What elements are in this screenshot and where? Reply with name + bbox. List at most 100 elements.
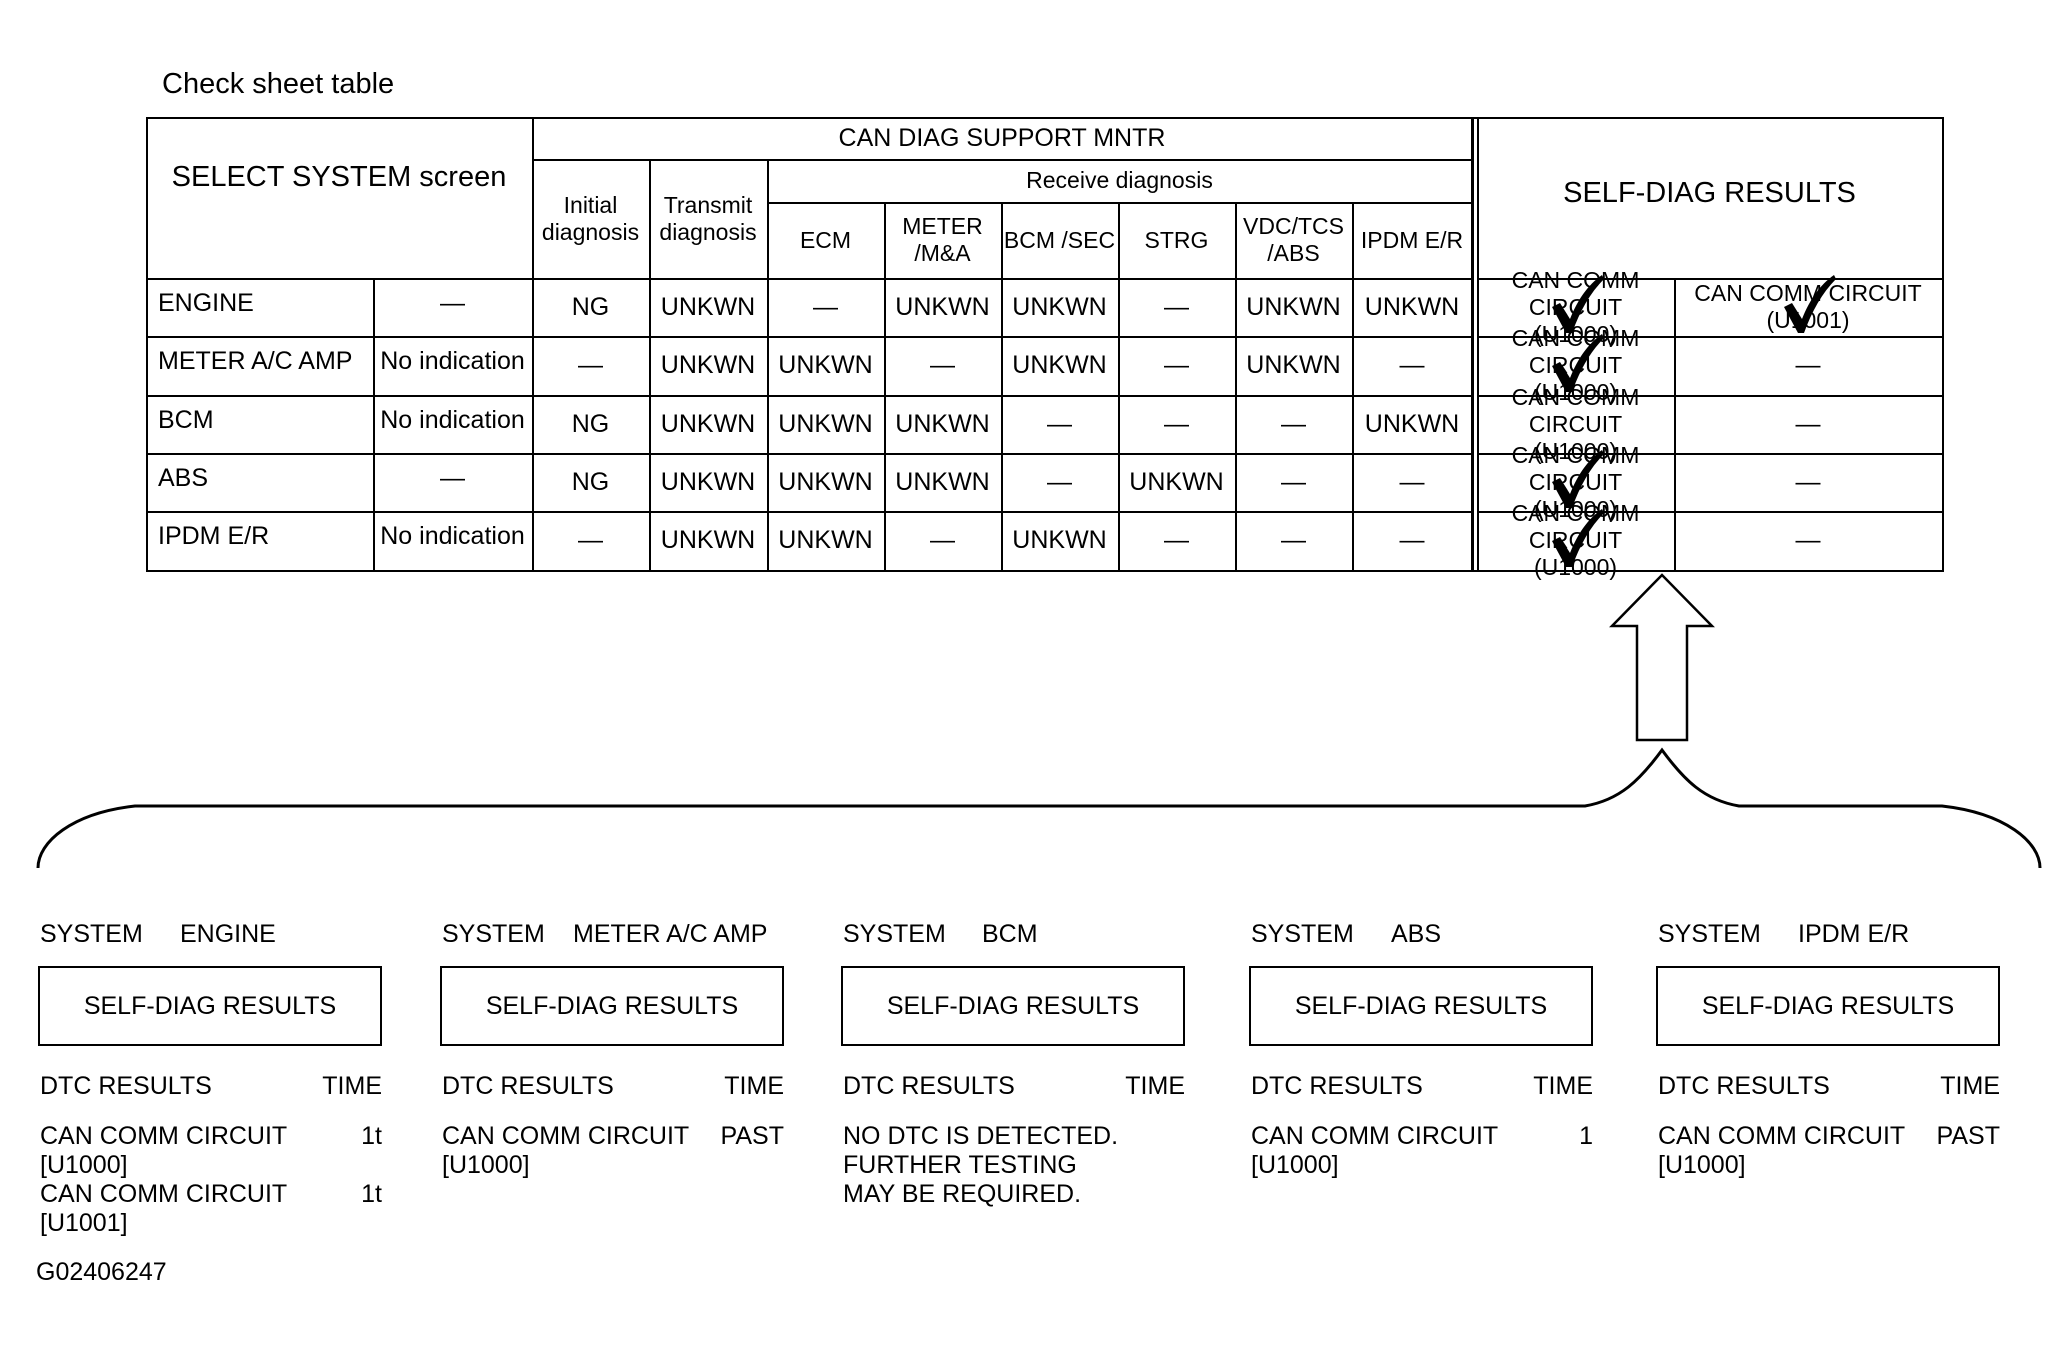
dtc-2-empty: — xyxy=(1795,409,1821,438)
dtc-entry-code: [U1001] xyxy=(40,1209,128,1237)
check-mark-icon xyxy=(1551,508,1604,567)
receive-value: UNKWN xyxy=(778,467,873,496)
receive-value: — xyxy=(1399,467,1425,496)
dtc-entry: CAN COMM CIRCUIT[U1000] PAST xyxy=(442,1122,784,1180)
receive-cell xyxy=(1352,511,1474,572)
receive-value: UNKWN xyxy=(895,409,990,438)
receive-col-header-text: ECM xyxy=(799,226,852,253)
transmit-value: UNKWN xyxy=(660,409,756,438)
self-diag-results-button[interactable]: SELF-DIAG RESULTS xyxy=(1656,966,2000,1046)
dtc-entry-time: PAST xyxy=(720,1122,784,1150)
initial-value: NG xyxy=(571,409,610,438)
receive-value: UNKWN xyxy=(778,409,873,438)
dtc-entry-time: 1t xyxy=(361,1122,382,1150)
caption: Check sheet table xyxy=(162,68,395,100)
dtc-entry-time: 1t xyxy=(361,1180,382,1208)
dtc-results-header: DTC RESULTS xyxy=(843,1072,1015,1100)
dtc-code: (U1000) xyxy=(1533,554,1618,580)
dtc-entry-name: CAN COMM CIRCUIT xyxy=(40,1122,288,1150)
receive-value: UNKWN xyxy=(1246,351,1341,379)
receive-value: UNKWN xyxy=(895,467,990,496)
initial-value: — xyxy=(578,351,603,379)
receive-value: — xyxy=(1399,351,1425,379)
dtc-2-empty: — xyxy=(1795,351,1821,379)
transmit-value: UNKWN xyxy=(660,292,756,321)
system-label: SYSTEM xyxy=(1251,920,1354,948)
check-mark-icon xyxy=(1551,275,1604,333)
no-dtc-message: NO DTC IS DETECTED. FURTHER TESTING MAY … xyxy=(843,1122,1119,1208)
dtc-results-header: DTC RESULTS xyxy=(442,1072,614,1100)
dtc-entry-code: [U1000] xyxy=(442,1151,530,1179)
transmit-value: UNKWN xyxy=(660,526,756,554)
receive-value: — xyxy=(1164,292,1189,321)
system-value: METER A/C AMP xyxy=(573,920,768,948)
time-header: TIME xyxy=(724,1072,784,1100)
dtc-entry-code: [U1000] xyxy=(1658,1151,1746,1179)
brace-curve xyxy=(36,747,2042,869)
receive-value: UNKWN xyxy=(895,292,990,321)
receive-value: — xyxy=(1399,526,1425,554)
up-arrow-icon xyxy=(1609,573,1715,742)
time-header: TIME xyxy=(1940,1072,2000,1100)
receive-value: — xyxy=(1281,526,1306,554)
receive-diagnosis-header-text: Receive diagnosis xyxy=(1026,167,1213,193)
dtc-entry-code: [U1000] xyxy=(1251,1151,1339,1179)
system-label: SYSTEM xyxy=(1658,920,1761,948)
can-diag-header-text: CAN DIAG SUPPORT MNTR xyxy=(838,123,1166,152)
system-value: BCM xyxy=(982,920,1038,948)
receive-col-header-text: BCM /SEC xyxy=(1003,226,1116,253)
receive-col-header-text: STRG xyxy=(1144,226,1209,253)
dtc-results-header: DTC RESULTS xyxy=(1658,1072,1830,1100)
dtc-entry: CAN COMM CIRCUIT[U1000]1t xyxy=(40,1122,382,1180)
initial-diagnosis-header-text: Initial diagnosis xyxy=(541,191,640,245)
check-mark-icon xyxy=(1551,450,1604,508)
indication-value: — xyxy=(440,288,465,317)
system-name: METER A/C AMP xyxy=(158,347,353,375)
receive-col-header-text: METER /M&A xyxy=(902,213,983,266)
dtc-entry-name: CAN COMM CIRCUIT xyxy=(1251,1122,1499,1150)
receive-value: UNKWN xyxy=(1012,526,1107,554)
dtc-cell-2 xyxy=(1674,511,1944,572)
receive-value: — xyxy=(813,292,838,321)
receive-col-header-text: VDC/TCS /ABS xyxy=(1243,213,1344,266)
receive-value: — xyxy=(1164,409,1189,438)
dtc-results-header: DTC RESULTS xyxy=(40,1072,212,1100)
self-diag-results-button[interactable]: SELF-DIAG RESULTS xyxy=(440,966,784,1046)
self-diag-results-button[interactable]: SELF-DIAG RESULTS xyxy=(841,966,1185,1046)
time-header: TIME xyxy=(1125,1072,1185,1100)
dtc-results-header: DTC RESULTS xyxy=(1251,1072,1423,1100)
dtc-entry-time: 1 xyxy=(1579,1122,1593,1150)
check-mark-icon xyxy=(1784,275,1836,333)
system-label: SYSTEM xyxy=(40,920,143,948)
receive-value: UNKWN xyxy=(1012,292,1107,321)
receive-value: UNKWN xyxy=(1364,292,1460,321)
system-name: BCM xyxy=(158,405,214,434)
transmit-value: UNKWN xyxy=(660,351,756,379)
receive-value: UNKWN xyxy=(778,526,873,554)
self-diag-results-button[interactable]: SELF-DIAG RESULTS xyxy=(1249,966,1593,1046)
initial-value: NG xyxy=(571,467,610,496)
receive-value: UNKWN xyxy=(778,351,873,379)
self-diag-results-button[interactable]: SELF-DIAG RESULTS xyxy=(38,966,382,1046)
transmit-diagnosis-header-text: Transmit diagnosis xyxy=(659,191,757,245)
time-header: TIME xyxy=(322,1072,382,1100)
dtc-2-empty: — xyxy=(1795,467,1821,496)
system-name: IPDM E/R xyxy=(158,522,270,550)
self-diag-header-text: SELF-DIAG RESULTS xyxy=(1563,177,1856,209)
system-value: IPDM E/R xyxy=(1798,920,1910,948)
receive-value: — xyxy=(930,526,955,554)
dtc-1: CAN COMM CIRCUIT(U1000) xyxy=(1477,384,1674,464)
transmit-value: UNKWN xyxy=(660,467,756,496)
receive-value: — xyxy=(1164,351,1189,379)
receive-value: — xyxy=(1047,467,1072,496)
initial-value: NG xyxy=(571,292,610,321)
system-label: SYSTEM xyxy=(843,920,946,948)
check-mark-icon xyxy=(1551,333,1604,392)
dtc-entry-name: CAN COMM CIRCUIT xyxy=(442,1122,690,1150)
time-header: TIME xyxy=(1533,1072,1593,1100)
receive-value: UNKWN xyxy=(1012,351,1107,379)
dtc-code: (U1000) xyxy=(1533,320,1618,347)
initial-value: — xyxy=(578,526,603,554)
dtc-code: (U1000) xyxy=(1533,437,1618,464)
indication-value: — xyxy=(440,463,465,492)
